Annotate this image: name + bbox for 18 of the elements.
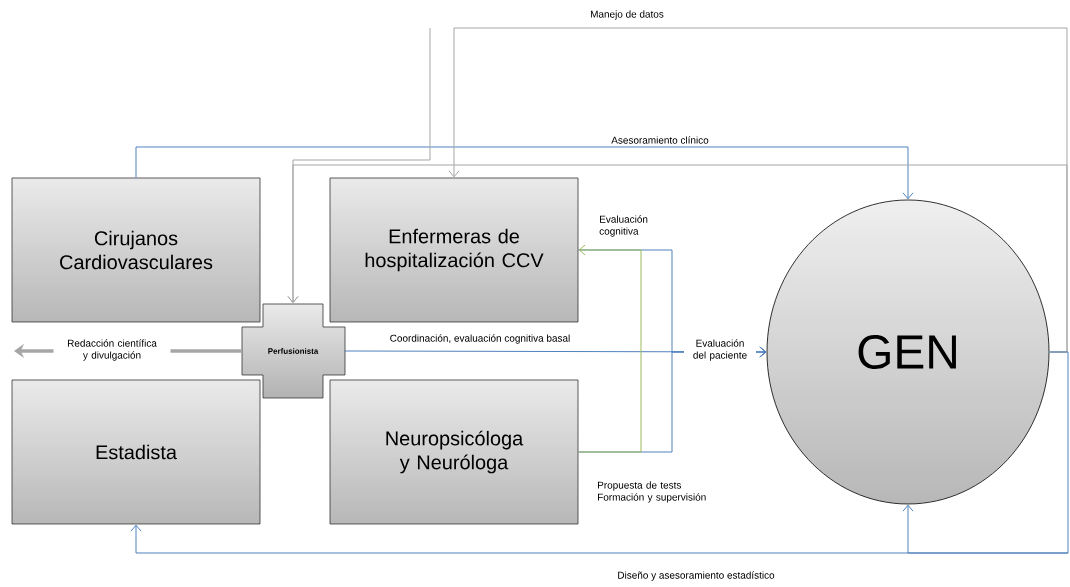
edge-label: Evaluación del paciente	[684, 338, 756, 362]
arrow	[130, 351, 1069, 554]
edge-label: Manejo de datos	[591, 10, 664, 20]
process-box: Neuropsicóloga y Neuróloga	[329, 379, 579, 525]
edge-label: Propuesta de tests Formación y supervisión	[598, 481, 706, 503]
edge-label: Asesoramiento clínico	[611, 136, 709, 144]
arrow	[135, 146, 914, 200]
edge-label: Coordinación, evaluación cognitiva basal	[390, 334, 570, 344]
circle-node: GEN	[766, 199, 1050, 505]
edge-label: Evaluación cognitiva	[599, 215, 648, 237]
arrow	[287, 27, 431, 303]
arrow	[902, 504, 1069, 554]
process-box: Estadista	[11, 379, 261, 525]
edge-label: Diseño y asesoramiento estadístico	[618, 571, 775, 581]
edge-label: Redacción científica y divulgación	[53, 338, 171, 362]
process-box: Cirujanos Cardiovasculares	[11, 177, 261, 323]
process-box: Enfermeras de hospitalización CCV	[329, 177, 579, 323]
arrow	[577, 244, 642, 453]
